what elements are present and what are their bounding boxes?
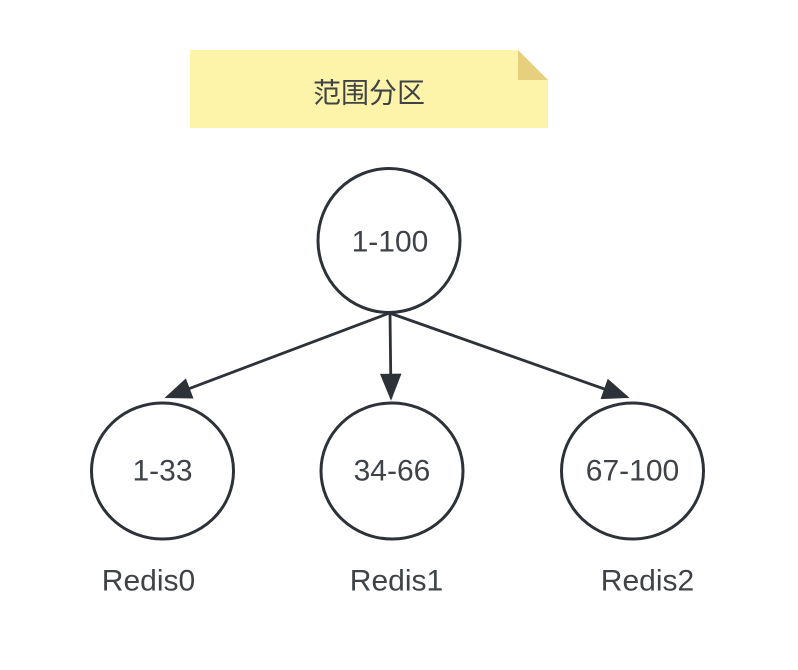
child-node-redis2: 67-100 Redis2 bbox=[560, 401, 705, 598]
child-node-circle bbox=[319, 401, 465, 541]
edge-root-to-redis2 bbox=[389, 311, 630, 400]
root-node-label: 1-100 bbox=[352, 226, 429, 259]
edge-root-to-redis0 bbox=[164, 311, 390, 399]
child-node-circle bbox=[90, 401, 235, 541]
child-node-name-label: Redis1 bbox=[350, 565, 443, 598]
tree-edges bbox=[164, 311, 630, 401]
child-node-name-label: Redis2 bbox=[601, 565, 694, 598]
child-node-range-label: 1-33 bbox=[132, 455, 192, 488]
root-node: 1-100 bbox=[316, 167, 462, 314]
edge-root-to-redis1 bbox=[379, 312, 402, 401]
sticky-note-body bbox=[190, 50, 548, 128]
child-node-name-label: Redis0 bbox=[102, 565, 195, 598]
child-node-range-label: 34-66 bbox=[354, 455, 431, 488]
sticky-note-fold-icon bbox=[518, 50, 548, 80]
child-node-circle bbox=[560, 401, 705, 541]
sticky-note-title: 范围分区 bbox=[313, 78, 425, 109]
child-node-redis1: 34-66 Redis1 bbox=[319, 401, 465, 598]
child-node-range-label: 67-100 bbox=[586, 455, 679, 488]
child-node-redis0: 1-33 Redis0 bbox=[90, 401, 235, 598]
sticky-note: 范围分区 bbox=[190, 50, 548, 128]
root-node-circle bbox=[316, 167, 462, 314]
